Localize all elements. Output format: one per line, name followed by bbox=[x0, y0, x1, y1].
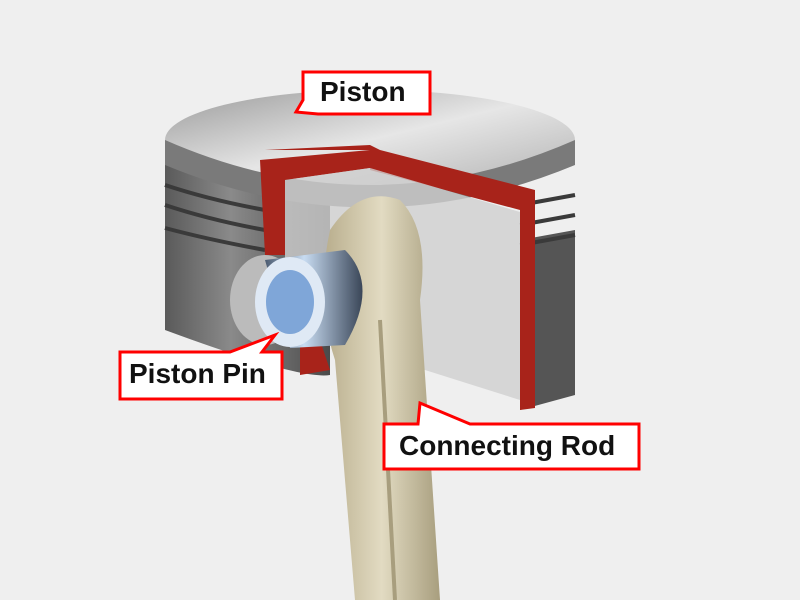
piston-label: Piston bbox=[320, 76, 406, 107]
connecting-rod-label: Connecting Rod bbox=[399, 430, 616, 461]
piston-pin-callout-box bbox=[118, 331, 284, 401]
piston-callout-box bbox=[293, 70, 432, 116]
piston-pin bbox=[230, 250, 363, 348]
piston-pin-label: Piston Pin bbox=[129, 358, 266, 389]
connecting-rod-callout-box bbox=[382, 400, 641, 471]
